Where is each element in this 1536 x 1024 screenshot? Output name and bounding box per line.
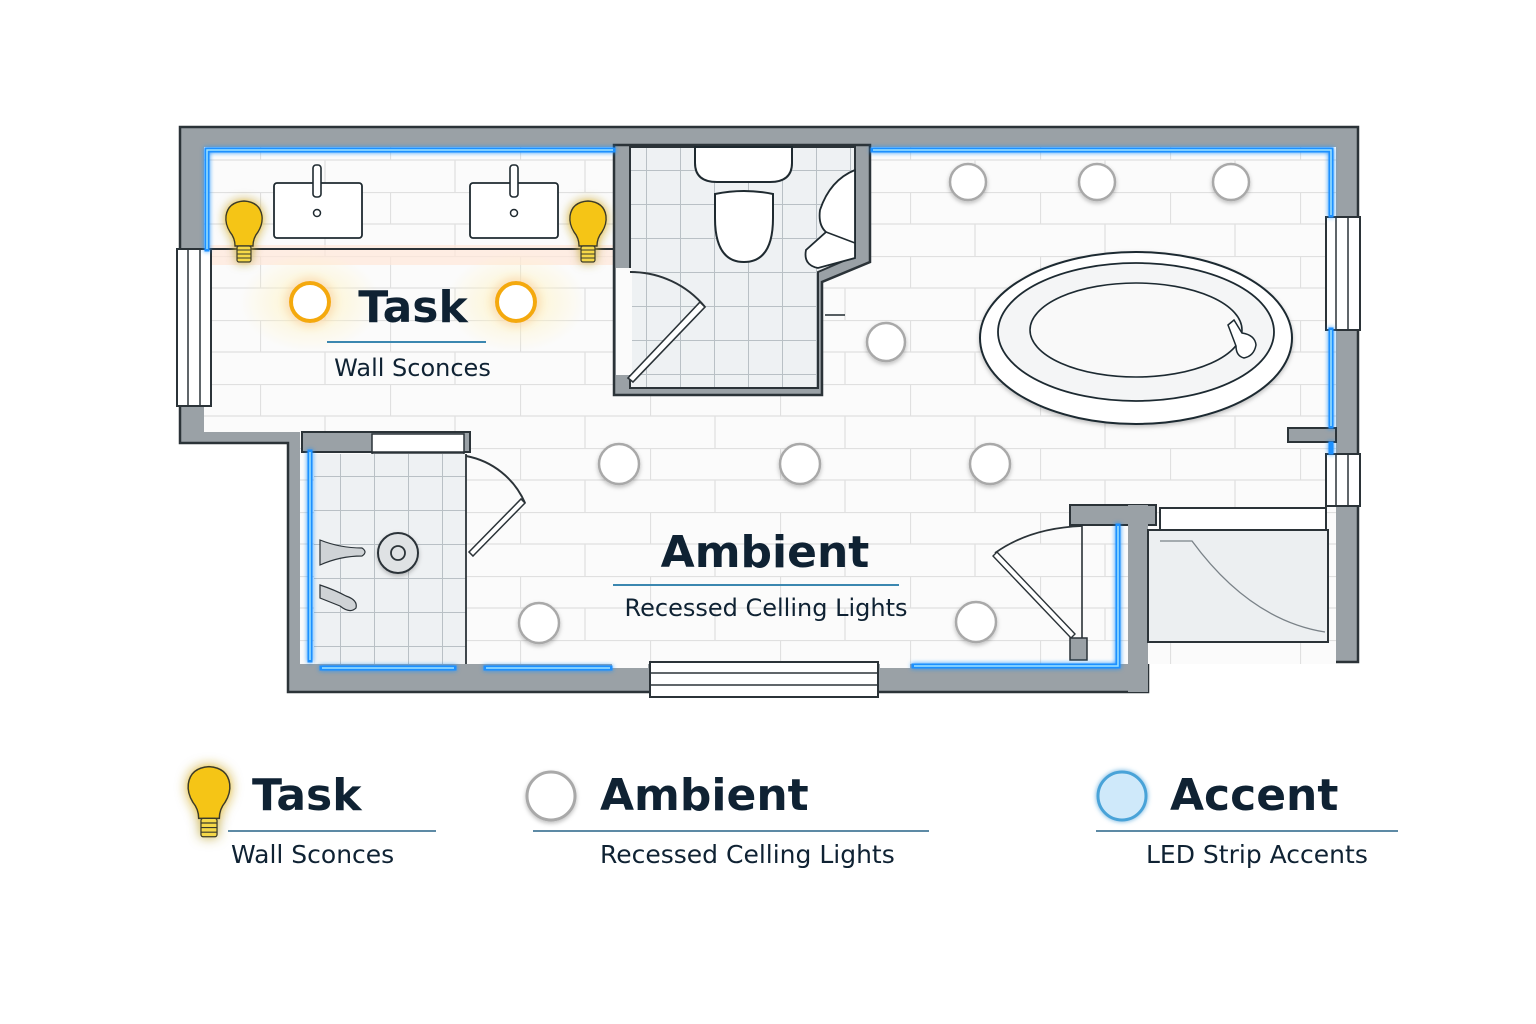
light-bulb-icon	[569, 200, 607, 263]
zone-ambient-subtitle: Recessed Celling Lights	[624, 594, 908, 622]
legend-task-rule	[228, 830, 436, 832]
sink-right	[469, 164, 559, 239]
led-strip-highlight	[206, 149, 1332, 669]
legend-task-icon	[187, 765, 231, 838]
recessed-light-icon	[778, 442, 822, 486]
vanity	[204, 164, 614, 250]
zone-ambient-rule	[613, 584, 899, 586]
recessed-lights	[517, 162, 1251, 645]
recessed-light-icon	[1077, 162, 1117, 202]
task-light-icon	[289, 281, 331, 323]
zone-task-title: Task	[358, 282, 468, 333]
legend-ambient-subtitle: Recessed Celling Lights	[600, 840, 895, 869]
wall-stub	[1287, 427, 1337, 443]
legend-ambient-rule	[533, 830, 929, 832]
zone-task-rule	[327, 341, 486, 343]
legend-accent-icon	[1096, 770, 1148, 822]
recessed-light-icon	[954, 600, 998, 644]
wall-sconces	[225, 200, 607, 263]
legend-accent-title: Accent	[1170, 770, 1339, 821]
legend-accent-subtitle: LED Strip Accents	[1146, 840, 1368, 869]
shower	[301, 431, 527, 664]
zone-ambient-title: Ambient	[660, 527, 870, 578]
legend-ambient-icon	[525, 770, 577, 822]
recessed-light-icon	[968, 442, 1012, 486]
legend-ambient-title: Ambient	[600, 770, 809, 821]
legend-task-subtitle: Wall Sconces	[231, 840, 395, 869]
recessed-light-icon	[948, 162, 988, 202]
light-bulb-icon	[225, 200, 263, 263]
zone-task-subtitle: Wall Sconces	[334, 354, 491, 382]
legend-accent-rule	[1096, 830, 1398, 832]
sink-left	[273, 164, 363, 239]
recessed-light-icon	[517, 601, 561, 645]
storage-nook	[992, 504, 1329, 692]
recessed-light-icon	[1211, 162, 1251, 202]
legend-task-title: Task	[252, 770, 362, 821]
bathtub	[979, 251, 1293, 425]
task-light-icon	[495, 281, 537, 323]
toilet-room	[612, 143, 872, 397]
recessed-light-icon	[865, 321, 907, 363]
task-downlights	[289, 281, 537, 323]
windows	[176, 216, 1361, 698]
recessed-light-icon	[597, 442, 641, 486]
